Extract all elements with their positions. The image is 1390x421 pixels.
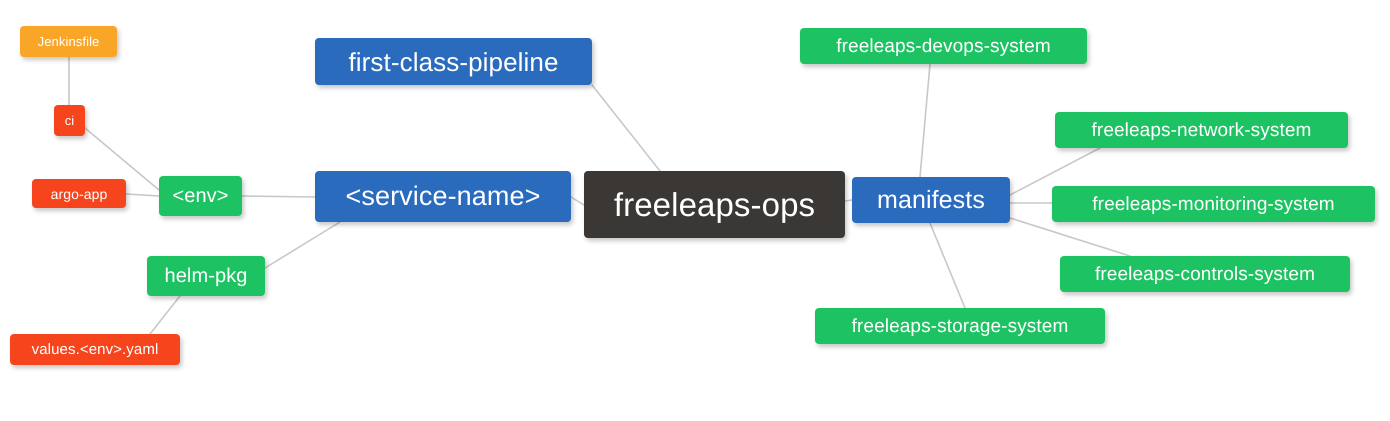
edge-env-to-argo-app [125,193,160,197]
edge-manifests-to-devops-system [919,63,931,178]
edge-service-name-to-helm-pkg [264,221,341,269]
mindmap-node-first-class-pipeline[interactable]: first-class-pipeline [315,38,592,85]
edge-freeleaps-ops-to-first-class-pipeline [591,84,661,172]
edge-helm-pkg-to-values-env-yaml [149,295,181,335]
mindmap-node-devops-system[interactable]: freeleaps-devops-system [800,28,1087,64]
edge-service-name-to-env [241,195,316,198]
mindmap-node-argo-app[interactable]: argo-app [32,179,126,208]
mindmap-node-storage-system[interactable]: freeleaps-storage-system [815,308,1105,344]
mindmap-node-network-system[interactable]: freeleaps-network-system [1055,112,1348,148]
mindmap-node-jenkinsfile[interactable]: Jenkinsfile [20,26,117,57]
edge-freeleaps-ops-to-manifests [844,199,853,202]
mindmap-node-manifests[interactable]: manifests [852,177,1010,223]
edge-manifests-to-controls-system [1009,217,1131,257]
mindmap-node-service-name[interactable]: <service-name> [315,171,571,222]
mindmap-node-helm-pkg[interactable]: helm-pkg [147,256,265,296]
mindmap-node-values-env-yaml[interactable]: values.<env>.yaml [10,334,180,365]
mindmap-node-freeleaps-ops[interactable]: freeleaps-ops [584,171,845,238]
mindmap-node-monitoring-system[interactable]: freeleaps-monitoring-system [1052,186,1375,222]
mindmap-node-controls-system[interactable]: freeleaps-controls-system [1060,256,1350,292]
edge-manifests-to-storage-system [929,222,966,309]
edge-freeleaps-ops-to-service-name [570,196,585,206]
mindmap-node-env[interactable]: <env> [159,176,242,216]
mindmap-node-ci[interactable]: ci [54,105,85,136]
